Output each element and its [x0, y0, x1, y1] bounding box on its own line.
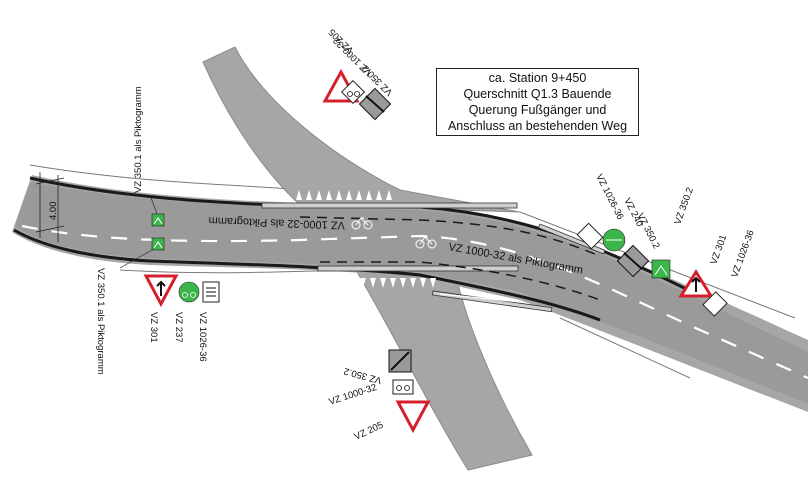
- label-right-vz350-b: VZ 350.2: [672, 186, 696, 226]
- vz301-sign-right: [678, 269, 714, 298]
- upper-branch-asphalt: [202, 46, 521, 213]
- vz350-2-sign-right-a: [616, 244, 650, 278]
- crossing-teeth-top: [296, 190, 392, 200]
- vz1026-sign-left: [202, 281, 220, 303]
- bicycle-pictogram-lower: [415, 236, 437, 249]
- label-left-vz301: VZ 301: [148, 312, 159, 343]
- info-line-station: ca. Station 9+450: [488, 71, 587, 85]
- station-info-box: ca. Station 9+450 Querschnitt Q1.3 Bauen…: [436, 68, 639, 136]
- label-left-vz1026: VZ 1026-36: [197, 312, 208, 362]
- vz1000-sign-top: [340, 79, 366, 105]
- roadway-band: [15, 182, 808, 404]
- bicycle-pictogram-upper: [351, 217, 373, 230]
- vz240-sign-right: [602, 228, 626, 252]
- label-bottom-vz205: VZ 205: [353, 420, 385, 443]
- info-line-crossing: Querung Fußgänger und: [468, 103, 607, 117]
- crossing-teeth-bottom: [360, 278, 436, 288]
- centre-line: [21, 224, 809, 380]
- vz350-1-sign-bottom: [151, 237, 165, 251]
- vz350-2-sign-bottom: [388, 349, 412, 373]
- label-bottom-vz350: VZ 350.2: [343, 365, 383, 386]
- label-right-vz301: VZ 301: [708, 233, 729, 266]
- upper-pictogram-label: VZ 1000-32 als Piktogramm: [208, 214, 345, 231]
- dimension-marker: [35, 172, 65, 242]
- label-bottom-vz1000: VZ 1000-32: [328, 382, 379, 408]
- vz1026-sign-right-a: [576, 222, 604, 250]
- label-left-piktogramm-bottom: VZ 350.1 als Piktogramm: [95, 268, 106, 375]
- label-right-vz1026-a: VZ 1026-36: [593, 172, 625, 221]
- label-left-vz237: VZ 237: [173, 312, 184, 343]
- lane-separator: [299, 216, 601, 257]
- dimension-width-label: 4.00: [48, 202, 59, 221]
- info-line-connection: Anschluss an bestehenden Weg: [447, 119, 628, 133]
- edge-lines: [404, 182, 521, 303]
- vz350-2-sign-top: [358, 87, 392, 121]
- label-right-vz1026-b: VZ 1026-36: [729, 229, 756, 279]
- vz1026-sign-right-b: [702, 291, 728, 317]
- vz350-2-sign-right-b: [651, 259, 671, 279]
- vz350-1-sign-top: [151, 213, 165, 227]
- vz301-sign-left: [143, 274, 179, 308]
- label-left-piktogramm-top: VZ 350.1 als Piktogramm: [133, 86, 144, 193]
- vz1000-sign-bottom: [392, 379, 414, 395]
- vz205-sign-bottom: [395, 400, 431, 434]
- lower-branch-asphalt: [349, 259, 533, 471]
- label-right-vz350: VZ 350.2: [634, 211, 661, 250]
- vz237-sign-left: [178, 281, 200, 303]
- info-line-section: Querschnitt Q1.3 Bauende: [463, 87, 612, 101]
